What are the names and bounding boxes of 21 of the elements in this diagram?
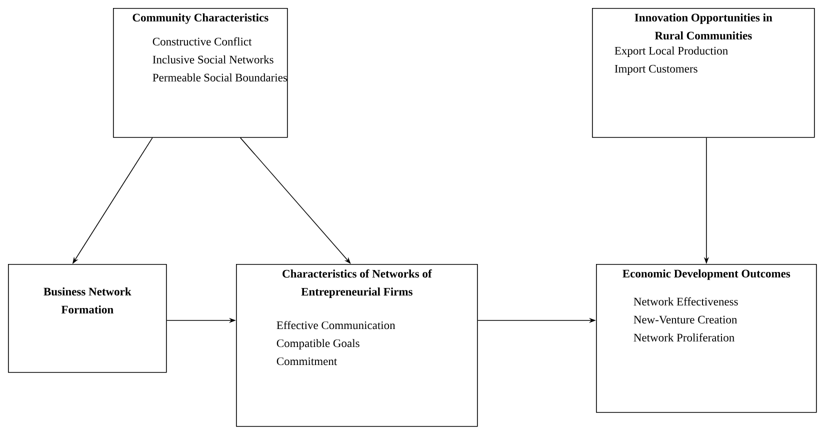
list-item: Constructive Conflict [152, 37, 252, 46]
process-box [8, 264, 167, 373]
heading: Business Network Formation [44, 287, 132, 314]
list-item: Export Local Production [614, 46, 728, 57]
list-item: Effective Communication [276, 320, 396, 330]
list-item: Compatible Goals [276, 339, 360, 350]
list-item: Permeable Social Boundaries [152, 73, 287, 82]
list-item: Network Proliferation [634, 333, 734, 342]
process-box [236, 264, 478, 427]
heading: Community Characteristics [132, 13, 268, 24]
list-item: Commitment [276, 357, 338, 366]
process-box [596, 264, 817, 413]
heading: Innovation Opportunities in Rural Communities [634, 13, 772, 40]
list-item: Inclusive Social Networks [152, 55, 274, 64]
heading: Characteristics of Networks of Entrepreneurial Firms [282, 269, 432, 298]
heading: Economic Development Outcomes [622, 269, 790, 280]
list-item: Network Effectiveness [634, 297, 738, 306]
process-box [113, 8, 288, 138]
process-box [592, 8, 815, 138]
list-item: Import Customers [614, 64, 698, 75]
list-item: New-Venture Creation [634, 316, 737, 324]
